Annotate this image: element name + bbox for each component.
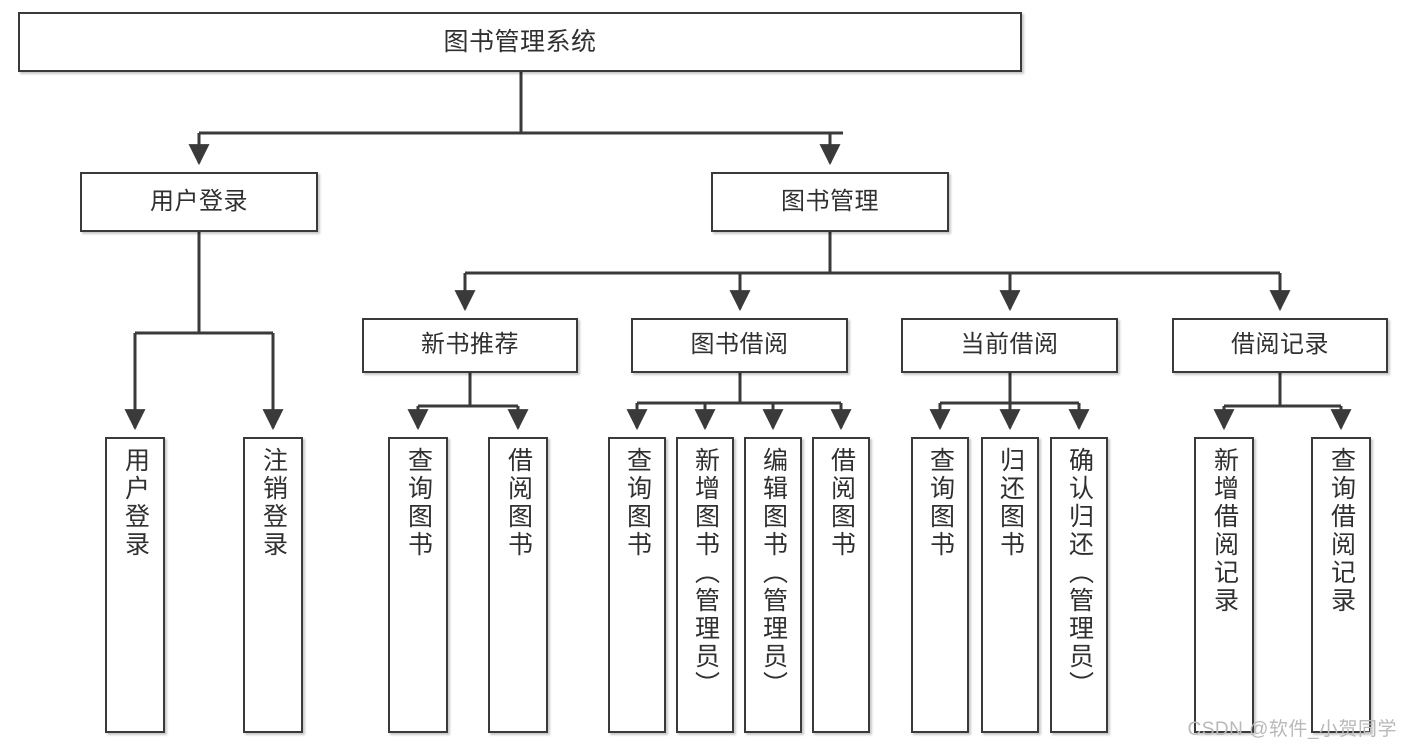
node-label: 新书推荐 xyxy=(421,331,519,359)
node-label: 图书管理 xyxy=(781,187,879,215)
leaf-borrow-add-book[interactable]: 新增图书（管理员） xyxy=(676,437,734,733)
watermark-text: CSDN @软件_小贺同学 xyxy=(1187,719,1397,740)
node-label: 编辑图书（管理员） xyxy=(759,447,788,699)
leaf-current-confirm-return[interactable]: 确认归还（管理员） xyxy=(1050,437,1108,733)
node-book-management[interactable]: 图书管理 xyxy=(711,172,949,232)
leaf-recommend-borrow-book[interactable]: 借阅图书 xyxy=(488,437,548,733)
leaf-borrow-borrow-book[interactable]: 借阅图书 xyxy=(812,437,870,733)
node-user-login[interactable]: 用户登录 xyxy=(80,172,318,232)
leaf-current-query-book[interactable]: 查询图书 xyxy=(911,437,969,733)
node-label: 用户登录 xyxy=(150,187,248,215)
node-label: 查询图书 xyxy=(926,447,955,559)
node-label: 当前借阅 xyxy=(960,331,1059,359)
node-new-book-recommend[interactable]: 新书推荐 xyxy=(362,318,578,373)
node-label: 确认归还（管理员） xyxy=(1065,447,1094,699)
leaf-borrow-edit-book[interactable]: 编辑图书（管理员） xyxy=(744,437,802,733)
node-label: 图书管理系统 xyxy=(443,28,597,56)
node-label: 用户登录 xyxy=(121,447,150,559)
node-label: 归还图书 xyxy=(996,447,1025,559)
leaf-user-login-login[interactable]: 用户登录 xyxy=(105,437,165,733)
leaf-user-login-logout[interactable]: 注销登录 xyxy=(243,437,303,733)
node-label: 查询借阅记录 xyxy=(1327,447,1356,615)
leaf-recommend-query-book[interactable]: 查询图书 xyxy=(388,437,448,733)
node-label: 新增图书（管理员） xyxy=(691,447,720,699)
node-current-borrow[interactable]: 当前借阅 xyxy=(901,318,1118,373)
node-book-borrow[interactable]: 图书借阅 xyxy=(631,318,848,373)
leaf-current-return-book[interactable]: 归还图书 xyxy=(981,437,1039,733)
node-label: 查询图书 xyxy=(623,447,652,559)
leaf-borrow-query-book[interactable]: 查询图书 xyxy=(608,437,666,733)
node-label: 借阅记录 xyxy=(1231,331,1329,359)
node-label: 借阅图书 xyxy=(504,447,533,559)
node-label: 注销登录 xyxy=(259,447,288,559)
node-label: 借阅图书 xyxy=(827,447,856,559)
node-borrow-record[interactable]: 借阅记录 xyxy=(1172,318,1388,373)
node-label: 图书借阅 xyxy=(690,331,789,359)
leaf-record-query-record[interactable]: 查询借阅记录 xyxy=(1311,437,1371,733)
node-root-system[interactable]: 图书管理系统 xyxy=(18,12,1022,72)
node-label: 查询图书 xyxy=(404,447,433,559)
node-label: 新增借阅记录 xyxy=(1210,447,1239,615)
leaf-record-add-record[interactable]: 新增借阅记录 xyxy=(1194,437,1254,733)
